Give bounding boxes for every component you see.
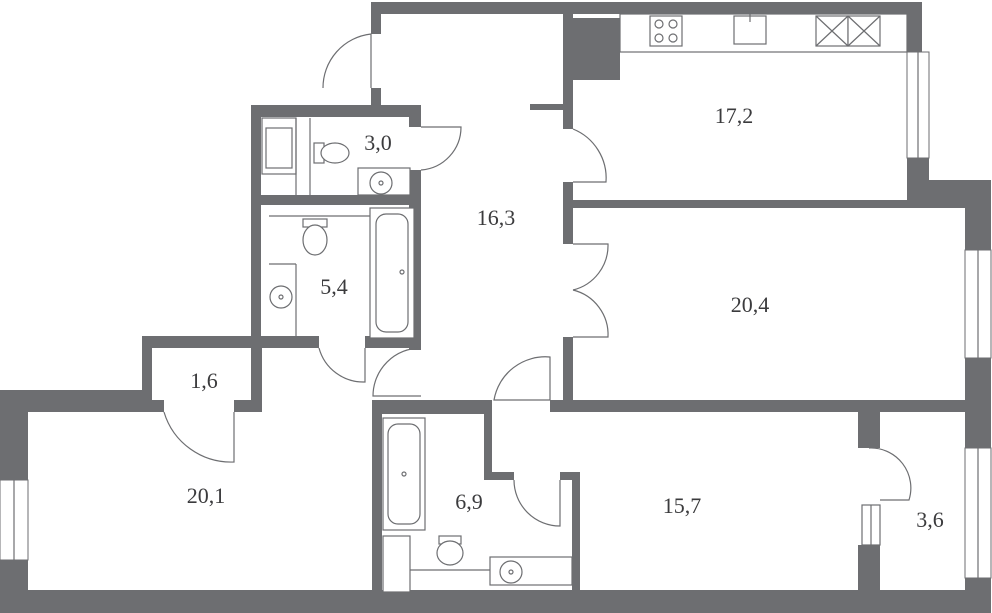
windows (0, 51, 992, 579)
doors (163, 33, 912, 527)
room-area-bathroom-2: 6,9 (455, 489, 483, 514)
room-area-bedroom-1: 20,4 (731, 292, 770, 317)
room-area-wc: 3,0 (364, 130, 392, 155)
fixtures (261, 13, 908, 593)
room-area-living-room: 20,1 (187, 483, 226, 508)
room-labels: 17,2 16,3 3,0 5,4 20,4 1,6 20,1 6,9 15,7… (187, 103, 944, 532)
room-area-kitchen: 17,2 (715, 103, 754, 128)
room-area-bedroom-2: 15,7 (663, 493, 702, 518)
room-area-bathroom-1: 5,4 (320, 274, 348, 299)
room-area-storage: 3,6 (916, 507, 944, 532)
room-area-closet: 1,6 (190, 368, 218, 393)
room-area-hall: 16,3 (477, 205, 516, 230)
